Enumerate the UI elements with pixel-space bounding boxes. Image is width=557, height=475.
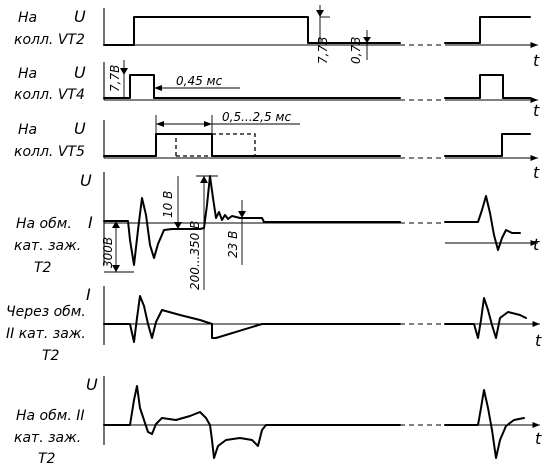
row-winding-3-waveform [103,385,401,459]
dim-10v-arrow [174,222,182,229]
row-winding-2-axis-i: I [86,285,91,304]
row-vt2: На колл. VT2 U t 7,7В 0,7В [14,5,540,70]
row-winding-2-label-3: Т2 [42,348,60,364]
row-winding-2-label-2: II кат. заж. [6,326,86,342]
row-vt4-waveform [103,74,401,99]
row-vt4: На колл. VT4 U t 7,7В 0,45 мс [14,60,540,120]
dim-0-7v-label: 0,7В [349,37,363,64]
row-winding-1-label-1: На обм. [16,216,72,232]
row-winding-3-label-2: кат. заж. [14,430,81,446]
row-winding-2-waveform-repeat [444,297,527,339]
row-winding-2-label-1: Через обм. [6,304,86,320]
dim-0-5-2-5ms-arrow-2 [204,121,212,127]
dim-300v-label: 300В [101,237,115,268]
row-vt5-axis-u: U [74,119,86,138]
row-vt5: На колл. VT5 U t 0,5...2,5 мс [14,110,540,182]
dim-0-7v-arrow [363,37,371,43]
row-winding-3-label-3: Т2 [38,451,56,467]
row-vt4-axis-u: U [74,63,86,82]
row-winding-1-waveform [103,175,401,266]
row-vt2-axis-u: U [74,7,86,26]
row-vt5-axis-t: t [533,163,540,182]
dim-7-7v-b-arrow [120,68,128,75]
dim-0-45ms-arrow [154,85,162,91]
row-vt4-waveform-repeat [444,74,531,99]
row-vt2-waveform [103,16,401,46]
row-winding-2-waveform [103,295,401,343]
row-winding-3-waveform-repeat [444,389,525,459]
row-winding-3-axis-t: t [535,429,542,448]
row-vt5-waveform [103,133,401,157]
row-winding-1-axis-u: U [80,171,92,190]
row-winding-1-label-3: Т2 [34,260,52,276]
dim-200-350v-label: 200...350 В [188,221,202,290]
row-winding-1-axis-t: t [533,235,540,254]
dim-7-7v-b-label: 7,7В [108,65,122,92]
dim-300v-arrow-2 [112,265,120,272]
row-winding-2-current: I Через обм. II кат. заж. Т2 t [6,285,542,364]
row-vt4-label-1: На [18,66,37,82]
row-winding-1: U На обм. I кат. заж. Т2 t 300В 10 В 200… [14,171,540,290]
row-vt5-variant-1 [175,134,212,157]
row-winding-3-axis-u: U [86,375,98,394]
row-vt5-waveform-repeat [444,133,531,157]
row-vt5-label-2: колл. VT5 [14,144,85,160]
row-vt5-variant-2 [212,133,256,156]
row-vt4-axis-t: t [533,101,540,120]
row-vt2-waveform-repeat [444,16,531,44]
dim-7-7v-label: 7,7В [316,37,330,64]
row-winding-1-waveform-repeat [444,195,521,251]
dim-0-45ms-label: 0,45 мс [176,74,223,88]
row-vt2-axis-t: t [533,51,540,70]
row-winding-2-axis-t: t [535,331,542,350]
row-vt4-label-2: колл. VT4 [14,87,85,103]
row-winding-1-axis-i: I [88,213,93,232]
dim-0-5-2-5ms-label: 0,5...2,5 мс [222,110,291,124]
row-winding-1-label-2: кат. заж. [14,238,81,254]
row-vt5-label-1: На [18,122,37,138]
row-winding-3-label-1: На обм. II [16,408,84,424]
dim-7-7v-arrow [316,10,324,17]
dim-200-350v-arrow [200,176,208,183]
dim-0-5-2-5ms-arrow [156,121,164,127]
dim-23v-arrow [238,211,246,218]
dim-300v-arrow [112,221,120,228]
dim-23v-label: 23 В [226,231,240,258]
row-vt2-label-2: колл. VT2 [14,32,85,48]
dim-10v-label: 10 В [161,191,175,218]
row-vt2-label-1: На [18,10,37,26]
row-winding-2-voltage: U На обм. II кат. заж. Т2 t [14,375,542,467]
